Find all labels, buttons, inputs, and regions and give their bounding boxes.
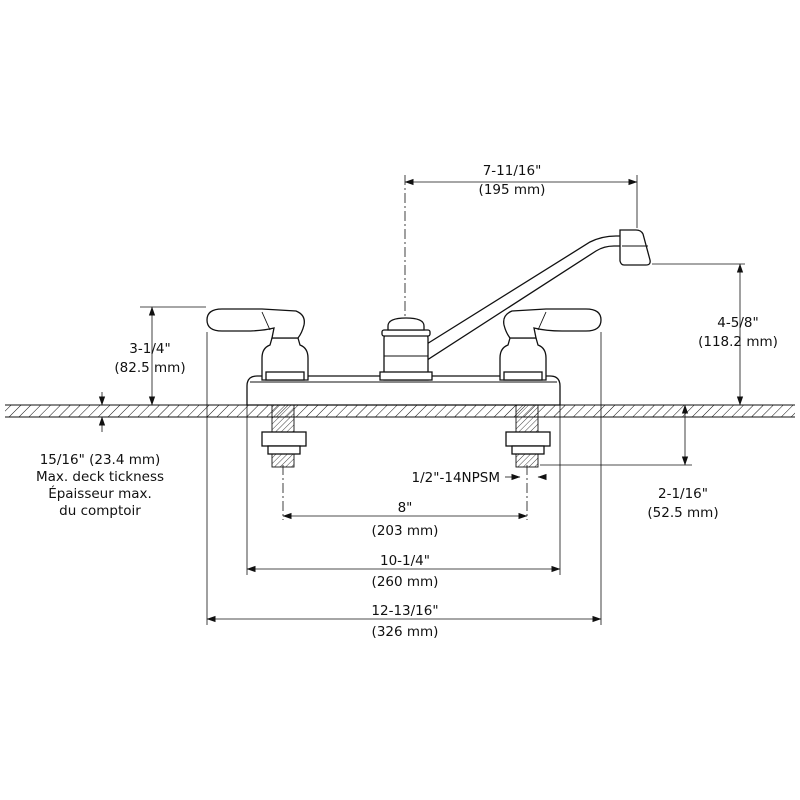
spout-aerator — [619, 229, 651, 266]
shank-length-imperial: 2-1/16" — [658, 486, 708, 502]
handle-height-imperial: 3-1/4" — [129, 341, 170, 357]
deck-thickness-line2: Épaisseur max. — [48, 485, 152, 502]
spout-height-imperial: 4-5/8" — [717, 315, 758, 331]
thread-label: 1/2"-14NPSM — [412, 470, 500, 486]
dimension-lines — [98, 178, 744, 623]
spout-reach-metric: (195 mm) — [479, 182, 546, 198]
deck-thickness-line1: Max. deck tickness — [36, 469, 164, 485]
spout-height-metric: (118.2 mm) — [698, 334, 778, 350]
deck-thickness-line3: du comptoir — [59, 503, 141, 519]
left-handle — [206, 308, 305, 339]
overall-width-metric: (326 mm) — [372, 624, 439, 640]
handle-height-metric: (82.5 mm) — [114, 360, 185, 376]
spout-reach-imperial: 7-11/16" — [483, 163, 542, 179]
faucet — [206, 229, 651, 406]
center-spacing-metric: (203 mm) — [372, 523, 439, 539]
base-width-imperial: 10-1/4" — [380, 553, 430, 569]
overall-width-imperial: 12-13/16" — [371, 603, 438, 619]
deck-plate — [246, 375, 561, 406]
shank-length-metric: (52.5 mm) — [647, 505, 718, 521]
right-shank — [505, 404, 551, 468]
dimension-labels: 7-11/16" (195 mm) 4-5/8" (118.2 mm) 3-1/… — [36, 163, 778, 640]
right-handle — [503, 308, 602, 339]
deck-thickness-imperial: 15/16" (23.4 mm) — [40, 452, 161, 468]
left-shank — [261, 404, 307, 468]
countertop — [5, 404, 795, 418]
center-spacing-imperial: 8" — [398, 500, 413, 516]
base-width-metric: (260 mm) — [372, 574, 439, 590]
